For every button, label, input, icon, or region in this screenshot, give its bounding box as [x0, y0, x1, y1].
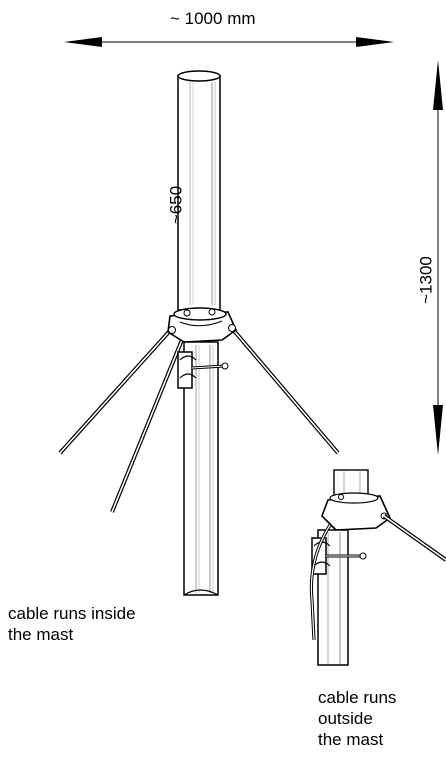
mast-clamp	[177, 351, 229, 389]
radial-hub	[167, 307, 237, 343]
height-dimension-arrow	[433, 60, 443, 455]
caption-cable-outside: cable runs outside the mast	[318, 688, 397, 749]
caption-cable-inside: cable runs inside the mast	[8, 604, 136, 644]
width-dimension-arrow	[64, 37, 394, 47]
width-dimension-label: ~ 1000 mm	[170, 9, 256, 28]
height-dimension-label: ~1300	[414, 240, 438, 320]
height-dimension-text: ~1300	[416, 256, 436, 304]
radiator-length-label: ~650	[164, 175, 188, 235]
ground-radials	[58, 322, 340, 513]
radiator-tube	[177, 70, 221, 311]
detail-antenna-cable-outside	[309, 469, 446, 666]
main-antenna	[58, 70, 340, 596]
radiator-length-text: ~650	[166, 185, 186, 225]
